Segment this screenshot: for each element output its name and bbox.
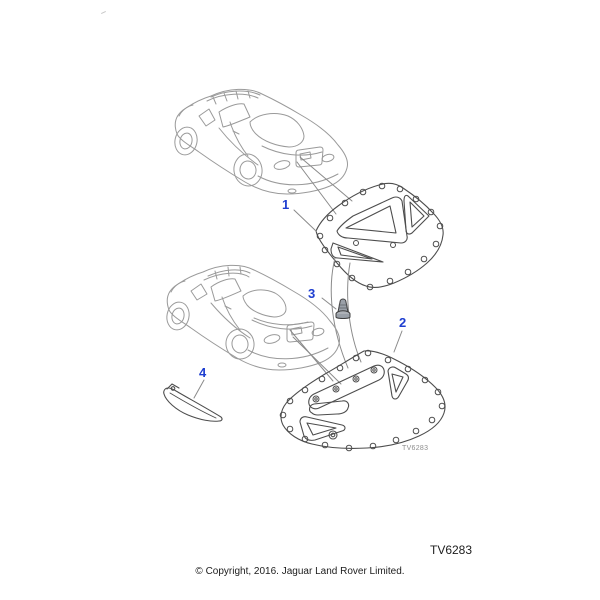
leader-lines-coupe	[296, 156, 353, 215]
callout-1[interactable]: 1	[282, 197, 290, 212]
callout-2[interactable]: 2	[399, 315, 407, 330]
callout-3[interactable]: 3	[308, 286, 316, 301]
leader-line-callout-3	[321, 297, 337, 310]
convertible-rear-illustration	[166, 264, 340, 371]
copyright-notice: © Copyright, 2016. Jaguar Land Rover Lim…	[195, 566, 405, 577]
panel-1-fastener-holes	[316, 182, 444, 291]
panel-2-illustration	[279, 349, 446, 452]
leader-line-callout-2	[393, 330, 403, 353]
seal-pad-illustration	[163, 383, 223, 422]
leader-lines-convertible	[289, 329, 342, 385]
coupe-rear-illustration	[174, 88, 348, 195]
callout-4[interactable]: 4	[199, 365, 207, 380]
panel-2-channel-bolts	[312, 366, 378, 403]
figure-code: TV6283	[430, 543, 473, 557]
inline-drawing-code: TV6283	[402, 445, 429, 452]
fastener-illustration	[335, 298, 351, 319]
leader-line-callout-1	[293, 209, 317, 232]
leader-line-callout-4	[193, 379, 205, 399]
panel-2-fastener-holes	[279, 349, 446, 452]
panel-1-illustration	[315, 182, 444, 291]
